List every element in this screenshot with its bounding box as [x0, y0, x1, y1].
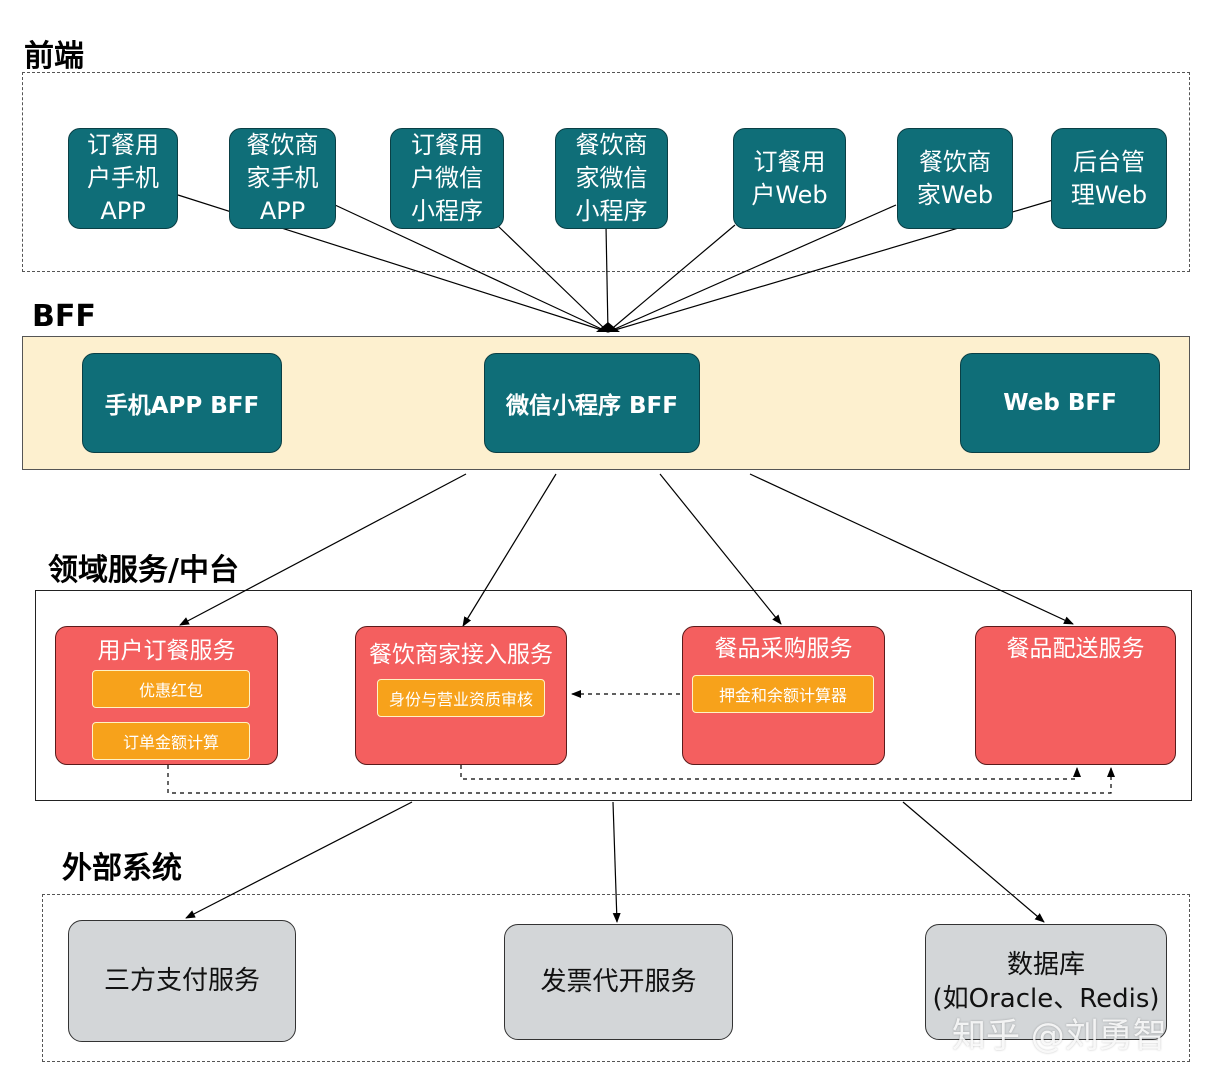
section-title-frontend: 前端	[24, 39, 84, 74]
frontend-label-line: 理Web	[1070, 180, 1148, 209]
frontend-label-line: 家微信	[575, 164, 648, 192]
frontend-label-line: 餐饮商	[918, 147, 991, 176]
order-amount-module: 订单金额计算	[92, 722, 250, 760]
frontend-label-line: 订餐用	[753, 147, 826, 176]
external-invoice: 发票代开服务	[504, 924, 733, 1040]
frontend-label-line: 小程序	[575, 197, 648, 225]
section-title-domain: 领域服务/中台	[48, 553, 239, 588]
database-examples: (如Oracle、Redis)	[932, 984, 1160, 1014]
frontend-label-line: 餐饮商	[575, 131, 648, 159]
frontend-label-line: 户手机	[87, 164, 159, 192]
frontend-label-line: APP	[259, 197, 306, 225]
frontend-label-line: APP	[100, 197, 146, 225]
frontend-label-line: 户Web	[751, 180, 828, 209]
merchant-review-module: 身份与营业资质审核	[377, 679, 545, 717]
frontend-box-admin-web: 后台管理Web	[1051, 128, 1167, 229]
frontend-box-user-web: 订餐用户Web	[733, 128, 846, 229]
watermark: 知乎 @刘勇智	[952, 1016, 1167, 1056]
domain-purchase-title: 餐品采购服务	[714, 636, 853, 662]
domain-order-title: 用户订餐服务	[97, 638, 236, 664]
frontend-label-line: 餐饮商	[246, 131, 319, 159]
frontend-label-line: 订餐用	[411, 131, 483, 159]
external-payment: 三方支付服务	[68, 920, 296, 1042]
frontend-label-line: 小程序	[411, 197, 483, 225]
frontend-box-merchant-web: 餐饮商家Web	[897, 128, 1013, 229]
frontend-label-line: 订餐用	[87, 131, 159, 159]
section-title-external: 外部系统	[62, 851, 182, 886]
frontend-box-merchant-miniprogram: 餐饮商家微信小程序	[555, 128, 668, 229]
domain-frame	[35, 590, 1192, 801]
database-label: 数据库	[1006, 950, 1085, 980]
bff-web: Web BFF	[960, 353, 1160, 453]
frontend-label-line: 家Web	[916, 180, 994, 209]
domain-delivery-title: 餐品配送服务	[1006, 636, 1145, 662]
order-coupon-module: 优惠红包	[92, 670, 250, 708]
domain-merchant-title: 餐饮商家接入服务	[369, 642, 553, 668]
domain-purchase-service: 餐品采购服务 押金和余额计算器	[682, 626, 885, 765]
domain-delivery-service: 餐品配送服务	[975, 626, 1176, 765]
frontend-box-user-app: 订餐用户手机 APP	[68, 128, 178, 229]
frontend-label-line: 户微信	[411, 164, 483, 192]
frontend-box-user-miniprogram: 订餐用户微信小程序	[390, 128, 504, 229]
domain-order-service: 用户订餐服务 优惠红包 订单金额计算	[55, 626, 278, 765]
frontend-box-merchant-app: 餐饮商家手机 APP	[229, 128, 336, 229]
purchase-calculator-module: 押金和余额计算器	[692, 675, 874, 713]
frontend-label-line: 后台管	[1072, 147, 1145, 176]
domain-merchant-service: 餐饮商家接入服务 身份与营业资质审核	[355, 626, 567, 765]
section-title-bff: BFF	[32, 299, 96, 334]
external-database: 数据库 (如Oracle、Redis)	[925, 924, 1167, 1040]
bff-wechat: 微信小程序 BFF	[484, 353, 700, 453]
bff-app: 手机APP BFF	[82, 353, 282, 453]
frontend-label-line: 家手机	[246, 164, 319, 192]
